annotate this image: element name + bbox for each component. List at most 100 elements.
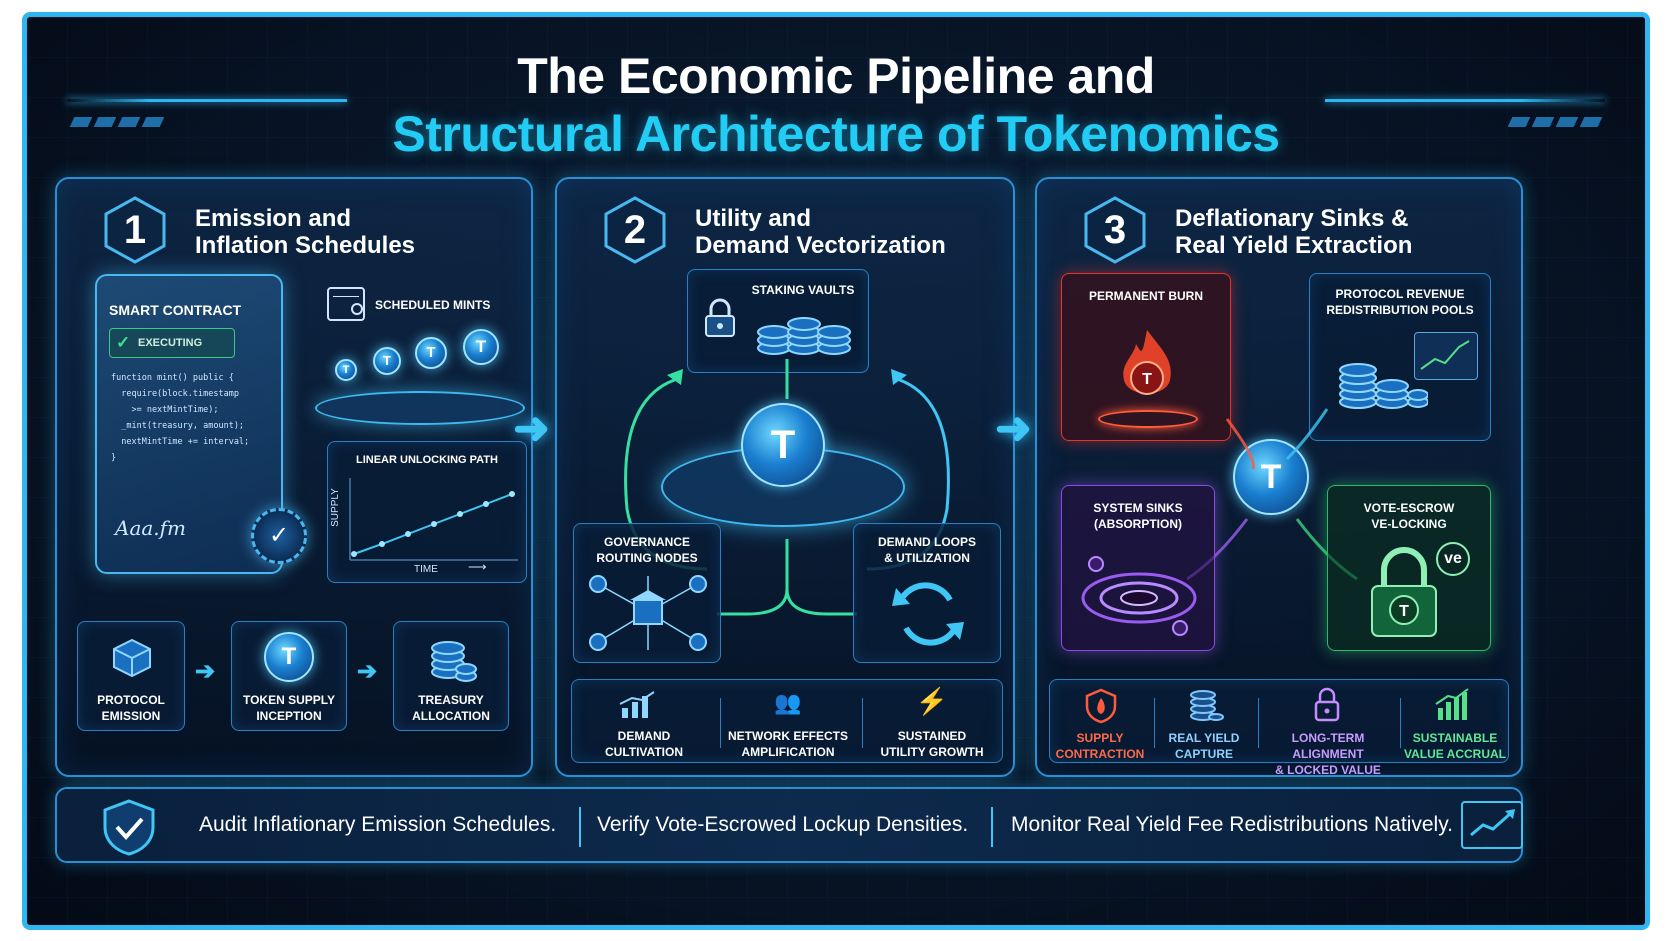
token-icon: T (264, 632, 314, 682)
arrow-right-icon: ➔ (357, 658, 378, 685)
coin-stack-icon (1328, 336, 1429, 416)
permanent-burn-box: PERMANENT BURN T (1061, 273, 1231, 441)
flow-arrow-icon: ➜ (513, 404, 550, 453)
burn-label: PERMANENT BURN (1089, 289, 1203, 303)
growth-chart-icon (1434, 688, 1472, 722)
signature-image: Aaa.fm (115, 516, 187, 540)
coin-stack-icon (1188, 686, 1224, 724)
shield-check-icon (101, 797, 157, 857)
lock-icon (702, 298, 738, 338)
chart-plot (349, 478, 518, 561)
divider (1400, 698, 1401, 748)
mint-platform (315, 391, 525, 425)
decor-line-left (67, 99, 347, 102)
coin-stack-icon (428, 632, 478, 686)
chart-x-label: TIME (414, 564, 438, 575)
token-icon: T (335, 359, 357, 381)
svg-text:T: T (1142, 371, 1152, 388)
staking-vaults-label: STAKING VAULTS (751, 283, 855, 297)
panel-emission: 1 Emission and Inflation Schedules SMART… (55, 177, 533, 777)
token-icon: T (373, 347, 401, 375)
svg-text:T: T (1399, 603, 1409, 620)
verified-seal-icon: ✓ (251, 508, 307, 564)
title-line-1: The Economic Pipeline and (517, 48, 1155, 104)
chart-y-label: SUPPLY (329, 488, 341, 527)
divider (1154, 698, 1155, 748)
divider (579, 807, 581, 847)
people-icon: 👥 (774, 690, 802, 715)
demand-loops-box: DEMAND LOOPS& UTILIZATION (853, 523, 1001, 663)
panel-title: Utility and Demand Vectorization (695, 205, 946, 259)
check-icon: ✓ (116, 333, 131, 352)
step-number-badge: 3 (1083, 195, 1147, 265)
divider (720, 698, 721, 748)
panel-deflationary: 3 Deflationary Sinks & Real Yield Extrac… (1035, 177, 1523, 777)
contract-code: function mint() public { require(block.t… (111, 373, 250, 463)
smart-contract-card: SMART CONTRACT ✓ EXECUTING function mint… (95, 274, 307, 574)
token-icon: T (463, 329, 499, 365)
bar-chart-icon (618, 690, 658, 720)
title-line-2: Structural Architecture of Tokenomics (392, 106, 1280, 162)
chart-title: LINEAR UNLOCKING PATH (356, 454, 498, 466)
coin-stack-icon (752, 306, 858, 362)
executing-status: ✓ EXECUTING (109, 328, 235, 358)
linear-unlock-chart: LINEAR UNLOCKING PATH SUPPLY TIME ⟶ (327, 441, 527, 583)
lightning-icon: ⚡ (915, 686, 949, 716)
network-nodes-icon (589, 575, 707, 651)
ve-badge: ve (1436, 542, 1470, 576)
lock-icon (1312, 686, 1342, 724)
arrow-right-icon: ⟶ (468, 559, 487, 574)
main-title: The Economic Pipeline and Structural Arc… (27, 47, 1645, 163)
banner-item-monitor: Monitor Real Yield Fee Redistributions N… (1011, 813, 1453, 836)
refresh-cycle-icon (892, 582, 964, 646)
panel-title: Deflationary Sinks & Real Yield Extracti… (1175, 205, 1413, 259)
divider (862, 698, 863, 748)
step-number-badge: 2 (603, 195, 667, 265)
bottom-banner: Audit Inflationary Emission Schedules. V… (55, 787, 1523, 863)
demand-loops-label: DEMAND LOOPS& UTILIZATION (877, 535, 976, 565)
contract-title: SMART CONTRACT (109, 302, 242, 318)
monitor-chart-icon (1461, 801, 1523, 849)
central-token-icon: T (1233, 439, 1309, 515)
shield-flame-icon (1084, 688, 1118, 724)
panel-title: Emission and Inflation Schedules (195, 205, 416, 259)
system-sinks-box: SYSTEM SINKS(ABSORPTION) (1061, 485, 1215, 651)
infographic-frame: The Economic Pipeline and Structural Arc… (22, 12, 1650, 930)
flow-arrow-icon: ➜ (995, 404, 1032, 453)
burn-ring (1098, 410, 1198, 428)
central-token-icon: T (741, 403, 825, 487)
step-number-badge: 1 (103, 195, 167, 265)
divider (1258, 698, 1259, 748)
calendar-icon (327, 287, 365, 321)
arrow-right-icon: ➔ (195, 658, 216, 685)
banner-item-verify: Verify Vote-Escrowed Lockup Densities. (597, 813, 969, 836)
vortex-icon (1081, 556, 1197, 636)
growth-chart-icon (1414, 332, 1478, 380)
token-icon: T (415, 337, 447, 369)
scheduled-mints-label: SCHEDULED MINTS (375, 298, 491, 312)
sinks-label: SYSTEM SINKS(ABSORPTION) (1093, 501, 1183, 531)
banner-item-audit: Audit Inflationary Emission Schedules. (199, 813, 557, 836)
staking-vaults-box: STAKING VAULTS (687, 269, 869, 373)
divider (991, 807, 993, 847)
fire-icon: T (1112, 326, 1182, 406)
